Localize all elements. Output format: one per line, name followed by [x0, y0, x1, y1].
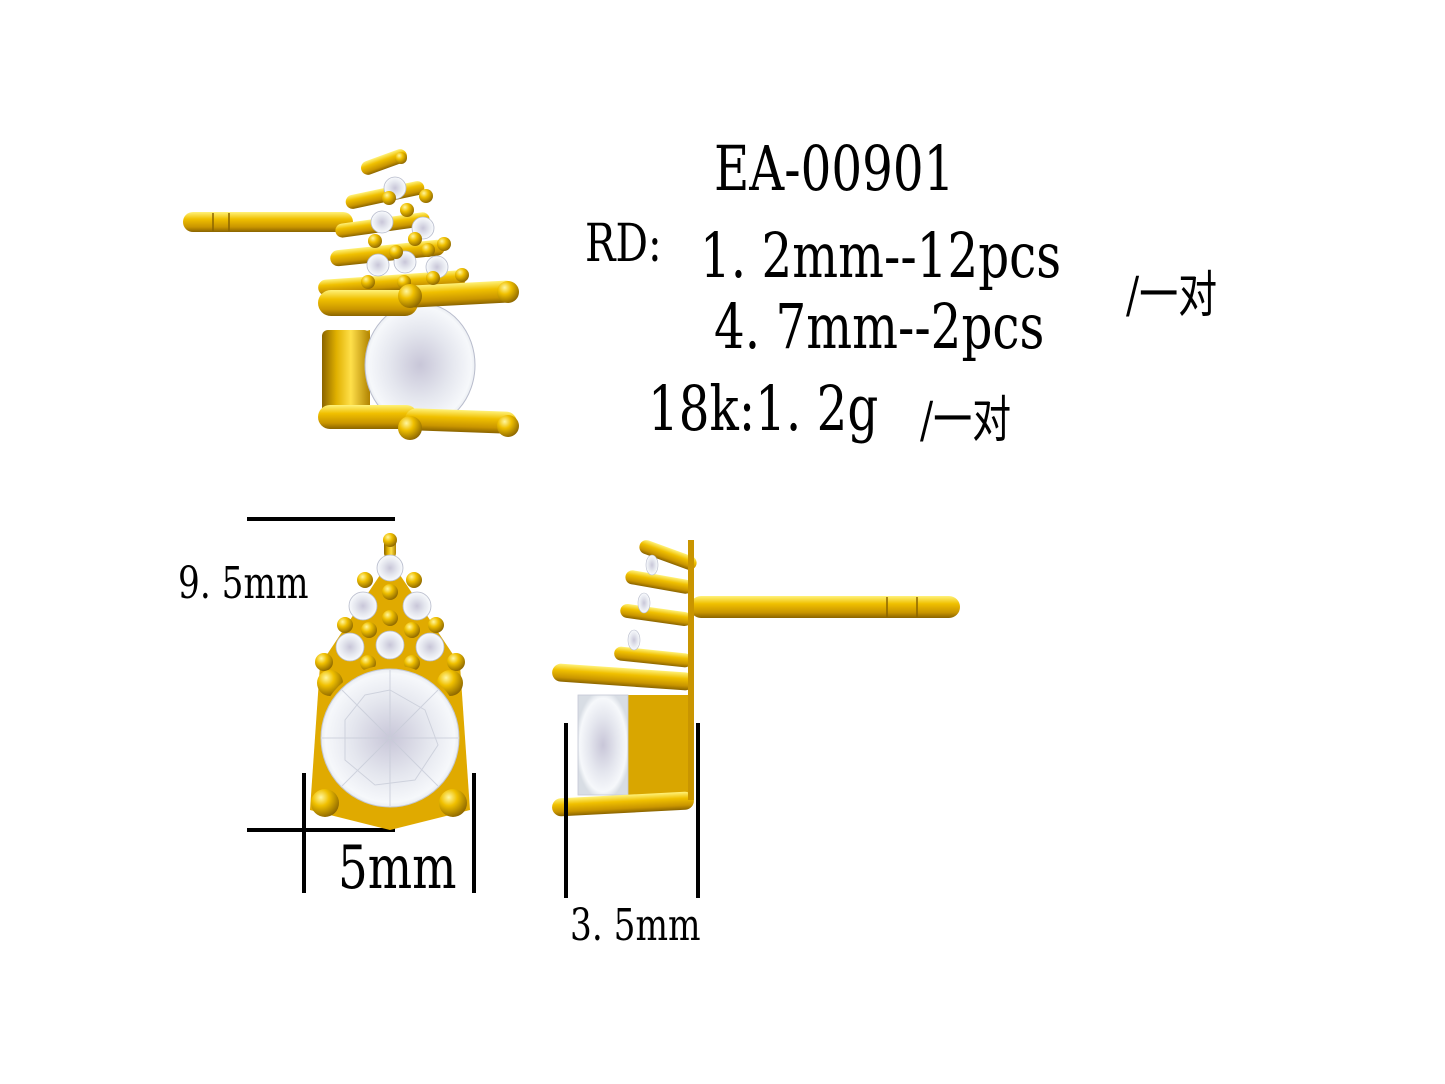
stone-spec-small: 1. 2mm--12pcs: [700, 219, 1062, 292]
depth-dim-right-line: [696, 723, 700, 898]
earring-post: [183, 212, 353, 232]
depth-dim-left-line: [564, 723, 568, 898]
height-dim-bottom-line: [247, 828, 395, 832]
side-view: [552, 540, 960, 898]
stones-label: RD:: [585, 214, 662, 274]
width-dimension-label: 5mm: [338, 833, 457, 903]
metal-per-pair: /一对: [920, 391, 1012, 449]
front-view: [247, 517, 476, 893]
perspective-view: [183, 149, 519, 440]
height-dimension-label: 9. 5mm: [178, 558, 309, 609]
height-dim-top-line: [247, 517, 395, 521]
depth-dimension-label: 3. 5mm: [570, 900, 701, 951]
stones-per-pair: /一对: [1126, 266, 1218, 324]
earring-post: [690, 596, 960, 618]
product-code: EA-00901: [714, 132, 955, 205]
metal-weight: 18k:1. 2g: [648, 372, 879, 445]
width-dim-left-line: [302, 773, 306, 893]
width-dim-right-line: [472, 773, 476, 893]
stone-spec-large: 4. 7mm--2pcs: [714, 290, 1045, 363]
